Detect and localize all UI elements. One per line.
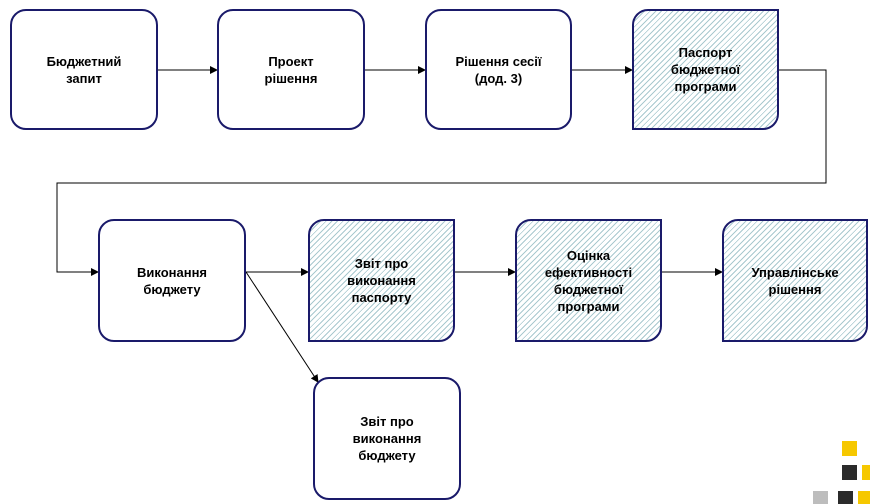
logo-square-gray-bottom — [813, 491, 828, 504]
node-budget-request-label: Бюджетний запит — [46, 53, 122, 86]
node-passport-report-label: Звіт про виконання паспорту — [347, 256, 416, 305]
node-decision-draft-label: Проект рішення — [264, 53, 318, 86]
node-budget-request: Бюджетний запит — [10, 9, 158, 130]
node-budget-execution-label: Виконання бюджету — [136, 264, 208, 297]
node-budget-report-label: Звіт про виконання бюджету — [352, 414, 422, 463]
node-management-decision-label: Управлінське рішення — [751, 264, 839, 297]
node-session-decision: Рішення сесії (дод. 3) — [425, 9, 572, 130]
node-efficiency-assessment-label: Оцінка ефективності бюджетної програми — [544, 247, 633, 314]
node-management-decision: Управлінське рішення — [722, 219, 868, 342]
logo-square-dark-mid — [842, 465, 857, 480]
arrow-passport-to-execution — [56, 69, 827, 276]
node-budget-execution: Виконання бюджету — [98, 219, 246, 342]
logo-square-dark-bottom — [838, 491, 853, 504]
node-program-passport-label: Паспорт бюджетної програми — [670, 45, 741, 94]
node-program-passport: Паспорт бюджетної програми — [632, 9, 779, 130]
node-session-decision-label: Рішення сесії (дод. 3) — [455, 53, 542, 86]
node-budget-report: Звіт про виконання бюджету — [313, 377, 461, 500]
logo-square-yellow-bottom — [858, 491, 870, 504]
logo-square-yellow-top — [842, 441, 857, 456]
node-passport-report: Звіт про виконання паспорту — [308, 219, 455, 342]
node-efficiency-assessment: Оцінка ефективності бюджетної програми — [515, 219, 662, 342]
node-decision-draft: Проект рішення — [217, 9, 365, 130]
logo-square-yellow-mid — [862, 465, 870, 480]
arrow-execution-to-budget-report — [245, 271, 319, 383]
